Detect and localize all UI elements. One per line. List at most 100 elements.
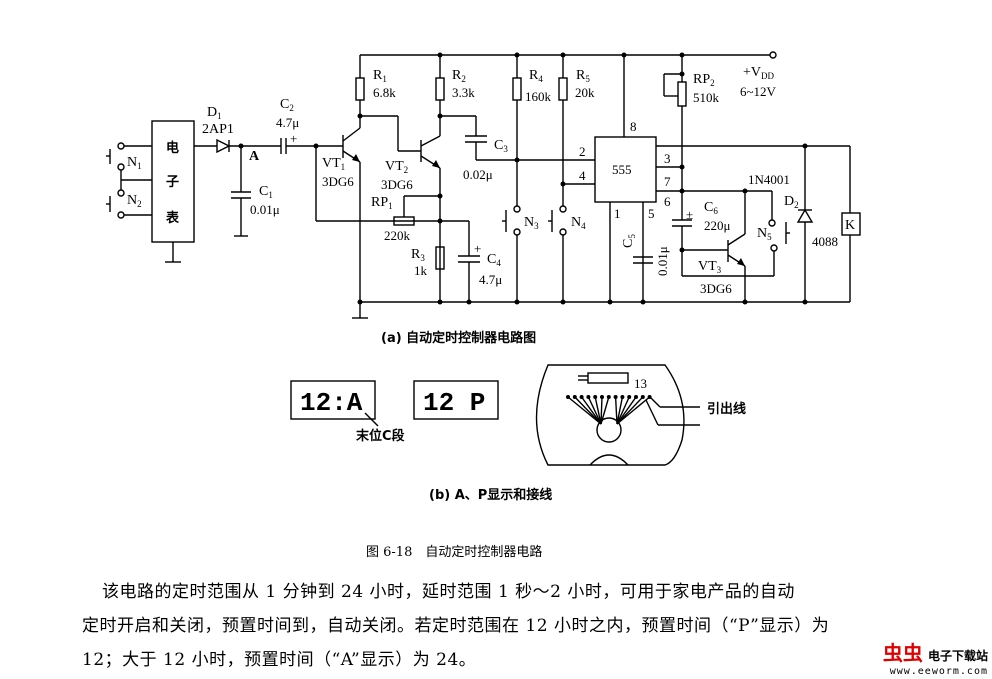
electronic-clock-block: 电 子 表 bbox=[151, 120, 195, 263]
svg-text:RP2: RP2 bbox=[693, 72, 715, 88]
svg-text:D2: D2 bbox=[784, 194, 799, 210]
c4-value: 4.7μ bbox=[479, 272, 502, 287]
svg-text:+: + bbox=[474, 241, 481, 256]
switch-n5[interactable]: N5 bbox=[757, 191, 790, 276]
svg-text:7: 7 bbox=[664, 174, 671, 189]
svg-text:N5: N5 bbox=[757, 226, 772, 242]
n1-label: N1 bbox=[127, 155, 142, 171]
pad-wire bbox=[581, 396, 602, 425]
watermark-url[interactable]: www.eeworm.com bbox=[889, 666, 988, 677]
segment-note: 末位C段 bbox=[355, 428, 405, 444]
transistor-vt3: VT3 3DG6 bbox=[682, 188, 774, 305]
pad-wire bbox=[567, 396, 602, 425]
diode-d1: D1 2AP1 A bbox=[194, 105, 281, 164]
pad-wire bbox=[616, 396, 644, 425]
resistor-r2: R2 3.3k bbox=[435, 52, 475, 119]
rp2-value: 510k bbox=[693, 90, 720, 105]
c3-value: 0.02μ bbox=[463, 167, 493, 182]
svg-text:5: 5 bbox=[648, 206, 655, 221]
capacitor-c6: ± C6 220μ bbox=[672, 191, 731, 276]
svg-text:12 P: 12 P bbox=[423, 388, 485, 418]
paragraph-line-1: 该电路的定时范围从 1 分钟到 24 小时，延时范围 1 秒～2 小时，可用于家… bbox=[102, 582, 795, 602]
n2-label: N2 bbox=[127, 193, 142, 209]
resistor-r1: R1 6.8k bbox=[355, 55, 421, 152]
relay-label: K bbox=[845, 218, 855, 233]
pad-wire bbox=[616, 396, 624, 425]
pad-wire bbox=[600, 396, 603, 425]
display-p: 12 P bbox=[413, 380, 499, 420]
sub-caption-b: (b) A、P显示和接线 bbox=[429, 488, 553, 503]
r2-value: 3.3k bbox=[452, 85, 475, 100]
svg-text:4: 4 bbox=[579, 168, 586, 183]
svg-text:C5: C5 bbox=[621, 234, 637, 248]
lead-label: 引出线 bbox=[707, 401, 746, 417]
c1-value: 0.01μ bbox=[250, 202, 280, 217]
paragraph-line-3: 12；大于 12 小时，预置时间（“A”显示）为 24。 bbox=[82, 650, 477, 670]
ic-555: 555 8 2 4 1 5 3 7 6 bbox=[579, 52, 850, 305]
watermark: 虫虫 电子下载站 www.eeworm.com bbox=[883, 637, 988, 677]
capacitor-c2: C2 4.7μ + bbox=[276, 97, 316, 154]
svg-text:8: 8 bbox=[630, 119, 637, 134]
svg-text:R4: R4 bbox=[529, 68, 543, 84]
svg-text:C2: C2 bbox=[280, 97, 294, 113]
svg-text:N3: N3 bbox=[524, 215, 539, 231]
vt2-value: 3DG6 bbox=[381, 177, 413, 192]
svg-text:±: ± bbox=[686, 207, 693, 222]
d1-value: 2AP1 bbox=[202, 122, 234, 137]
svg-text:C4: C4 bbox=[487, 252, 501, 268]
d1-label: D1 bbox=[207, 105, 222, 121]
c2-polarity: + bbox=[290, 131, 297, 146]
switch-n3[interactable]: N3 bbox=[502, 205, 539, 305]
transistor-vt1: VT1 3DG6 bbox=[313, 116, 440, 302]
switch-n4[interactable]: N4 bbox=[548, 205, 586, 305]
svg-text:VT3: VT3 bbox=[698, 259, 722, 275]
wiring-board: 13 引出线 bbox=[535, 364, 746, 466]
resistor-r3: R3 1k bbox=[411, 246, 445, 305]
r3-value: 1k bbox=[414, 263, 428, 278]
paragraph-line-2: 定时开启和关闭，预置时间到，自动关闭。若定时范围在 12 小时之内，预置时间（“… bbox=[82, 616, 830, 636]
node-a-label: A bbox=[249, 149, 260, 164]
watermark-brand: 虫虫 bbox=[882, 641, 923, 665]
svg-text:C6: C6 bbox=[704, 200, 718, 216]
c5-value: 0.01μ bbox=[655, 246, 670, 276]
switch-n2: N2 bbox=[106, 170, 152, 219]
c2-value: 4.7μ bbox=[276, 115, 299, 130]
svg-text:RP1: RP1 bbox=[371, 195, 393, 211]
potentiometer-rp1: RP1 220k bbox=[371, 193, 443, 243]
capacitor-c3: C3 0.02μ bbox=[440, 115, 595, 182]
pad-wire bbox=[616, 396, 651, 425]
svg-text:3: 3 bbox=[664, 151, 671, 166]
clock-char-1: 电 bbox=[166, 140, 179, 156]
svg-text:R3: R3 bbox=[411, 247, 425, 263]
r5-value: 20k bbox=[575, 85, 595, 100]
svg-text:R2: R2 bbox=[452, 68, 466, 84]
watermark-text: 电子下载站 bbox=[927, 649, 988, 663]
svg-text:C3: C3 bbox=[494, 138, 508, 154]
display-a: 12:A 末位C段 bbox=[290, 380, 405, 444]
switch-n1: N1 bbox=[106, 142, 152, 171]
svg-text:6: 6 bbox=[664, 194, 671, 209]
diode-d2: 1N4001 D2 bbox=[748, 143, 814, 305]
pad-count: 13 bbox=[634, 376, 647, 391]
pad-wire bbox=[616, 396, 637, 425]
svg-text:R5: R5 bbox=[576, 68, 590, 84]
svg-text:R1: R1 bbox=[373, 68, 387, 84]
svg-text:VT1: VT1 bbox=[322, 156, 345, 172]
c6-value: 220μ bbox=[704, 218, 731, 233]
pad-wire bbox=[614, 396, 618, 425]
resistor-r4: R4 160k bbox=[512, 52, 552, 206]
vt3-value: 3DG6 bbox=[700, 281, 732, 296]
svg-text:1: 1 bbox=[614, 206, 621, 221]
pad-wire bbox=[600, 396, 610, 425]
capacitor-c4: + C4 4.7μ bbox=[440, 220, 502, 305]
svg-text:+VDD: +VDD bbox=[743, 65, 775, 81]
relay-value: 4088 bbox=[812, 234, 838, 249]
svg-text:VT2: VT2 bbox=[385, 159, 408, 175]
pad-wire bbox=[574, 396, 602, 425]
rp1-value: 220k bbox=[384, 228, 411, 243]
ic-label: 555 bbox=[612, 162, 632, 177]
svg-text:12:A: 12:A bbox=[300, 388, 363, 418]
pad-wire bbox=[594, 396, 602, 425]
svg-text:2: 2 bbox=[579, 144, 586, 159]
